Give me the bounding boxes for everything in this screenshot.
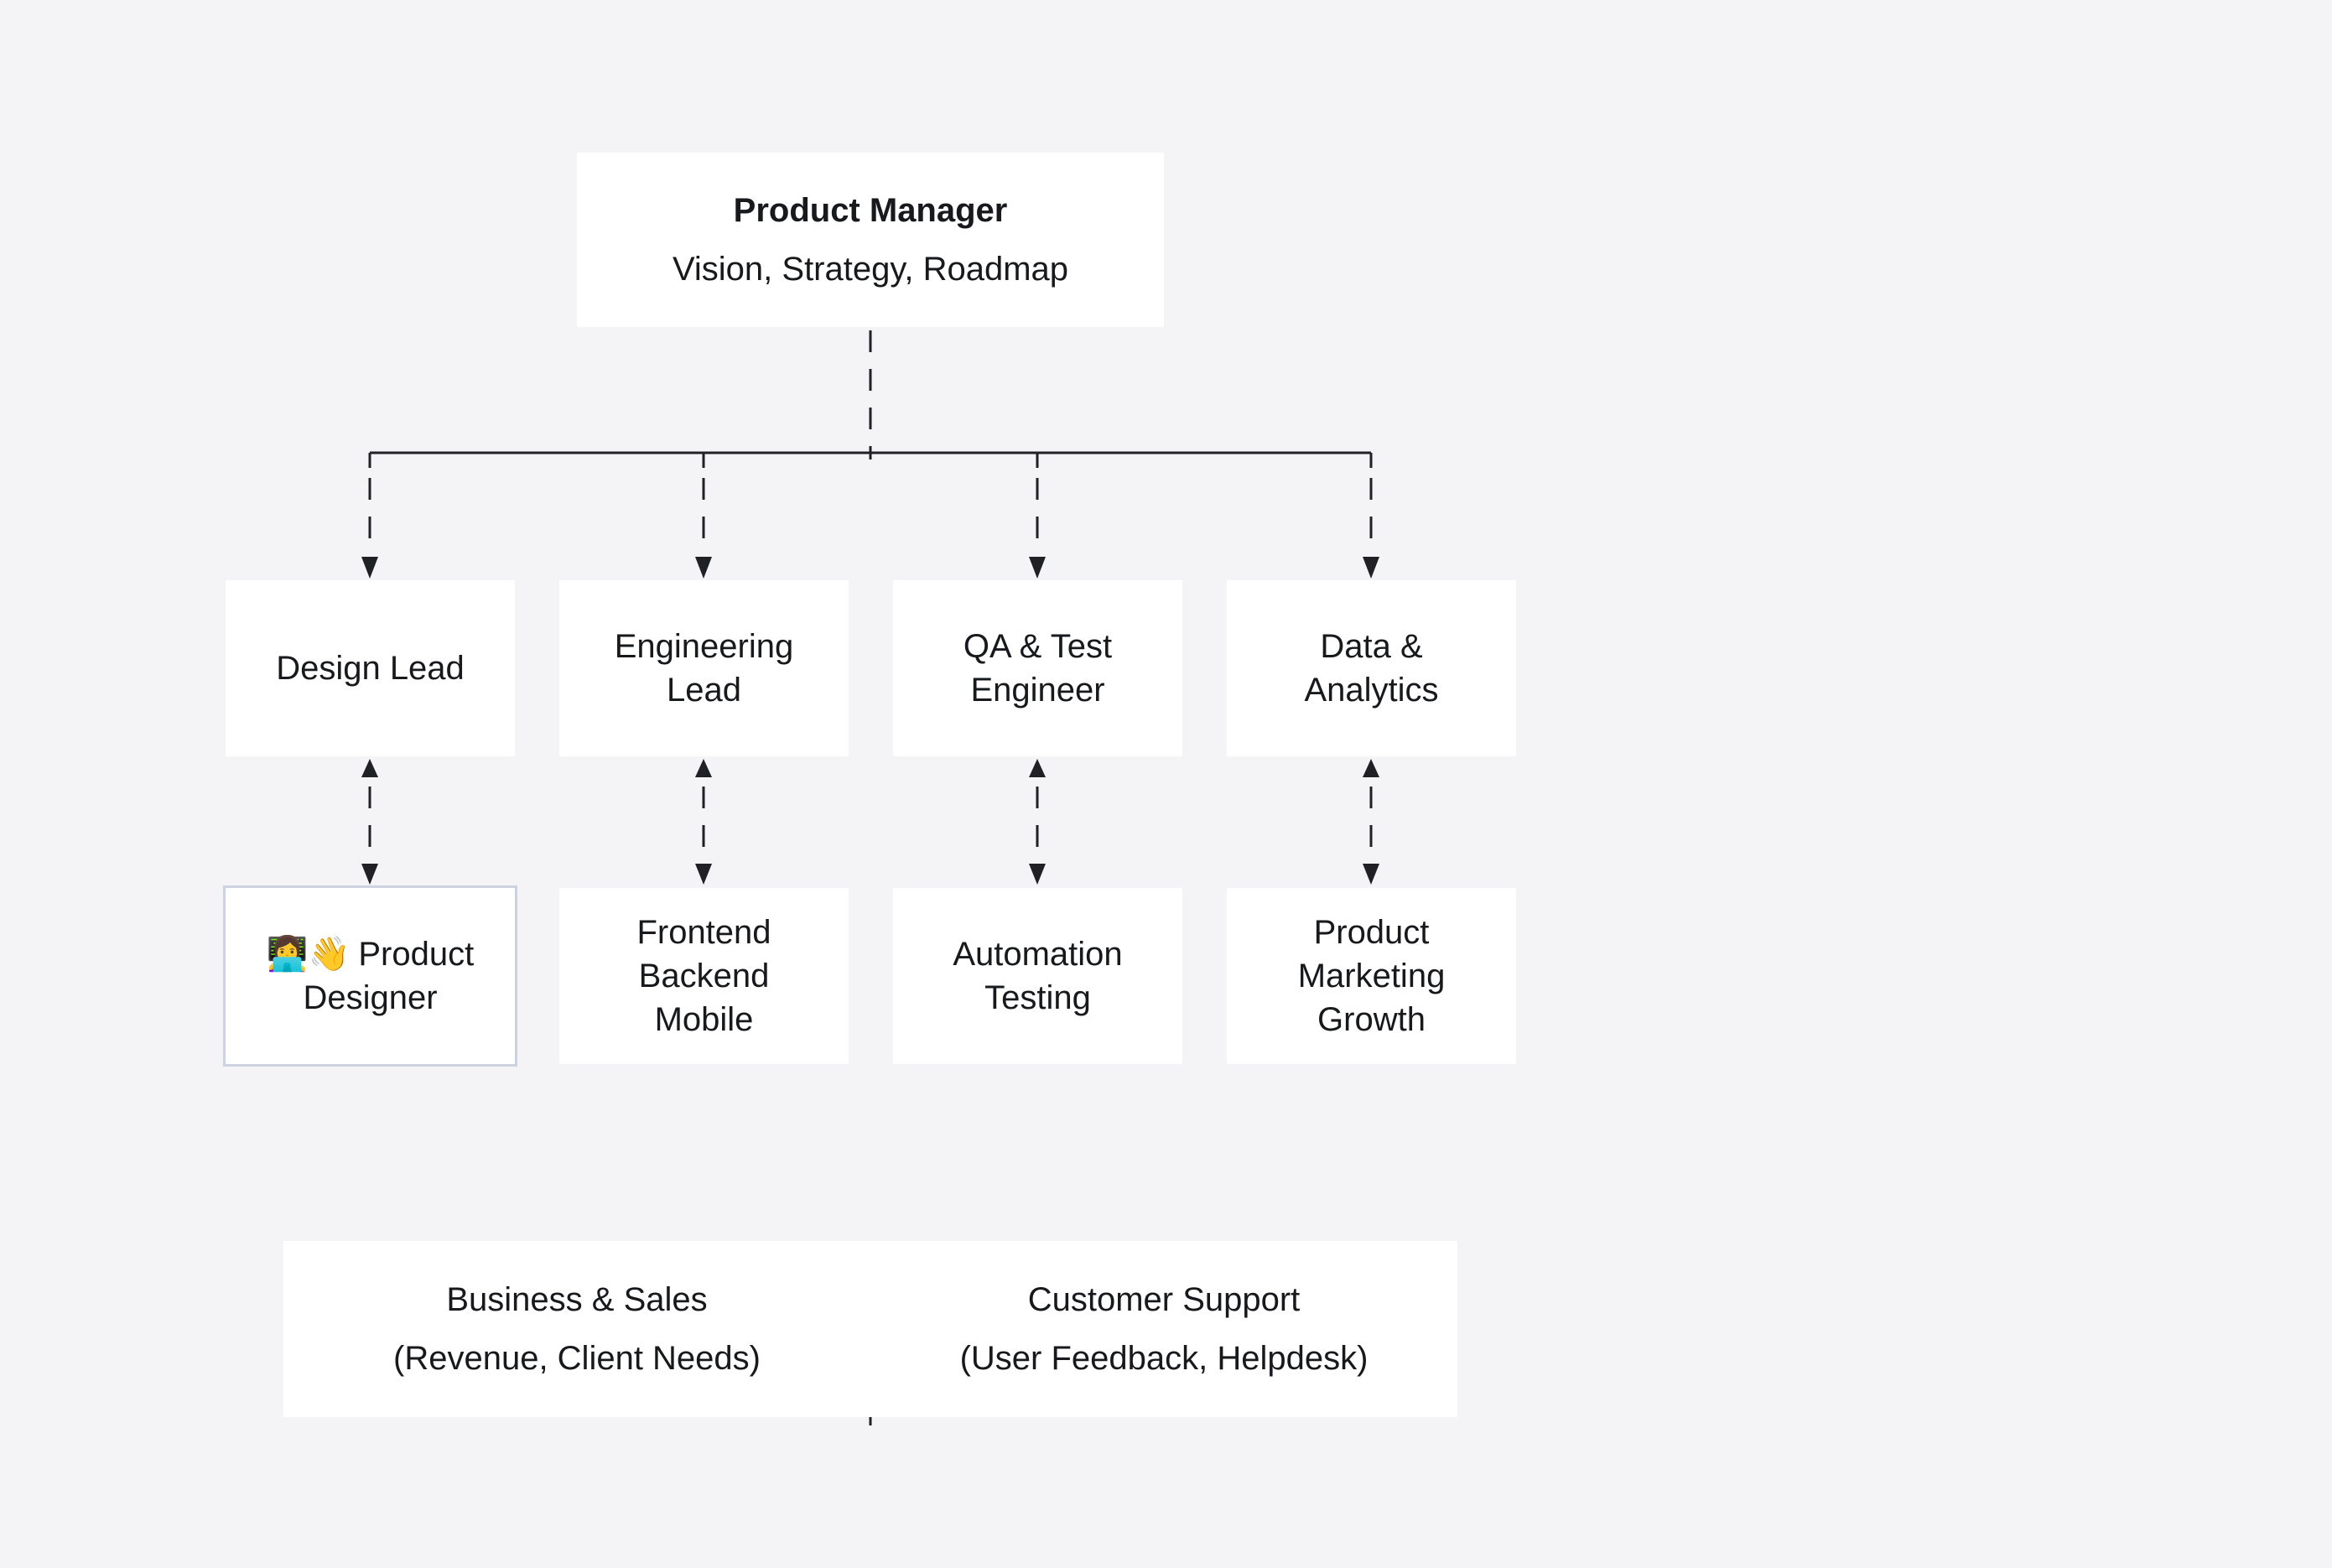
node-label: Backend <box>638 958 770 994</box>
node-qa-test-engineer[interactable]: QA & Test Engineer <box>893 580 1182 756</box>
node-label: QA & Test <box>963 628 1113 665</box>
node-label: Mobile <box>654 1001 754 1038</box>
node-label: Engineering <box>614 628 794 665</box>
woman-technologist-waving-hand-emoji: 👩‍💻👋 <box>266 936 351 973</box>
node-engineering-lead[interactable]: Engineering Lead <box>559 580 849 756</box>
node-data-analytics[interactable]: Data & Analytics <box>1227 580 1516 756</box>
node-label: Product <box>1313 914 1430 951</box>
arrowhead-down-icon <box>695 864 712 885</box>
node-label: Design Lead <box>276 650 465 687</box>
node-title: Product Manager <box>733 192 1008 229</box>
node-label: Lead <box>667 672 741 709</box>
node-label: Marketing <box>1297 958 1446 994</box>
node-design-lead[interactable]: Design Lead <box>226 580 515 756</box>
node-title: Customer Support <box>1027 1281 1301 1318</box>
node-product-marketing-growth[interactable]: Product Marketing Growth <box>1227 888 1516 1064</box>
arrowhead-up-icon <box>1029 759 1046 777</box>
arrowhead-down-icon <box>1029 557 1046 579</box>
arrowhead-down-icon <box>361 557 378 579</box>
arrowhead-up-icon <box>361 759 378 777</box>
arrowhead-down-icon <box>361 864 378 885</box>
arrowhead-up-icon <box>695 759 712 777</box>
node-subtitle: (Revenue, Client Needs) <box>393 1340 761 1377</box>
arrowhead-down-icon <box>695 557 712 579</box>
node-frontend-backend-mobile[interactable]: Frontend Backend Mobile <box>559 888 849 1064</box>
node-label: Testing <box>984 979 1091 1016</box>
node-label: Data & <box>1320 628 1423 665</box>
node-subtitle: Vision, Strategy, Roadmap <box>672 251 1069 288</box>
node-label: Designer <box>303 979 438 1016</box>
node-label: Engineer <box>970 672 1105 709</box>
arrowhead-down-icon <box>1363 864 1379 885</box>
node-subtitle: (User Feedback, Helpdesk) <box>959 1340 1369 1377</box>
node-product-manager[interactable]: Product Manager Vision, Strategy, Roadma… <box>577 153 1164 327</box>
arrowhead-down-icon <box>1029 864 1046 885</box>
node-label: Automation <box>953 936 1123 973</box>
arrowhead-up-icon <box>1363 759 1379 777</box>
node-business-sales[interactable]: Business & Sales (Revenue, Client Needs) <box>283 1241 870 1417</box>
arrowhead-down-icon <box>1363 557 1379 579</box>
node-title: Business & Sales <box>446 1281 708 1318</box>
node-label: Frontend <box>636 914 771 951</box>
node-label: Product <box>358 936 475 973</box>
node-customer-support[interactable]: Customer Support (User Feedback, Helpdes… <box>870 1241 1457 1417</box>
node-product-designer[interactable]: 👩‍💻👋Product Designer <box>223 885 517 1067</box>
node-label: Growth <box>1317 1001 1426 1038</box>
node-automation-testing[interactable]: Automation Testing <box>893 888 1182 1064</box>
node-label: Analytics <box>1304 672 1439 709</box>
